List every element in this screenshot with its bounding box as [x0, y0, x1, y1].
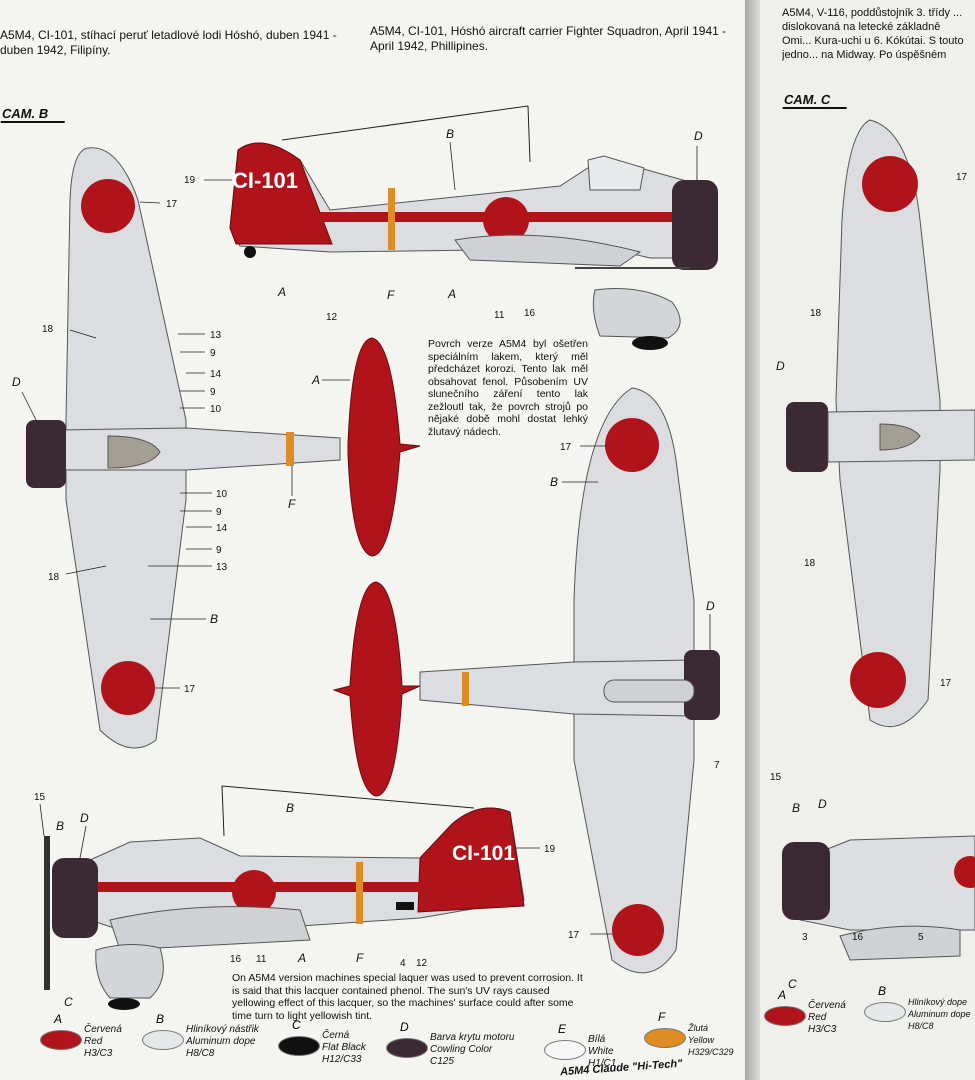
callout-18: 18 — [42, 324, 54, 335]
callout-a: A — [277, 285, 286, 299]
callout-19: 19 — [544, 844, 556, 855]
callout-17: 17 — [568, 930, 580, 941]
callout-14: 14 — [210, 369, 222, 380]
callout-15: 15 — [770, 772, 782, 783]
callout-17: 17 — [166, 199, 178, 210]
side-view-bottom: CI-101 — [44, 785, 525, 1010]
book-gutter — [745, 0, 760, 1080]
legend-label: Žlutá Yellow H329/C329 — [688, 1023, 734, 1057]
callout-f: F — [288, 497, 296, 511]
callout-b: B — [210, 612, 218, 626]
legend-label: Červená Red H3/C3 — [808, 1000, 846, 1035]
callout-17: 17 — [940, 678, 952, 689]
callout-11: 11 — [256, 954, 267, 965]
callout-12: 12 — [326, 312, 338, 323]
callout-11: 11 — [494, 310, 505, 321]
callout-3: 3 — [802, 932, 808, 943]
callout-d: D — [80, 811, 89, 825]
caption-english: A5M4, CI-101, Hóshó aircraft carrier Fig… — [370, 24, 727, 53]
legend-swatch — [764, 1006, 806, 1026]
paint-note-czech: Povrch verze A5M4 byl ošetřen speciálním… — [428, 338, 588, 438]
callout-c: C — [788, 977, 797, 991]
callout-a: A — [447, 287, 456, 301]
callout-18: 18 — [804, 558, 816, 569]
callout-f: F — [387, 288, 395, 302]
callout-17: 17 — [956, 172, 968, 183]
legend-letter: E — [558, 1022, 567, 1036]
callout-9: 9 — [210, 387, 216, 398]
callout-12: 12 — [416, 958, 428, 969]
paint-note-english: On A5M4 version machines special laquer … — [232, 972, 583, 1022]
callout-18: 18 — [48, 572, 60, 583]
callout-9: 9 — [216, 507, 222, 518]
legend-label: Červená Red H3/C3 — [84, 1024, 122, 1059]
legend-letter: F — [658, 1010, 666, 1024]
aircraft-profiles-drawing: CI-101 — [12, 105, 720, 1010]
callout-16: 16 — [524, 308, 536, 319]
legend-label: Bílá White H1/C1 — [588, 1034, 617, 1069]
legend-swatch — [864, 1002, 906, 1022]
callout-5: 5 — [918, 932, 924, 943]
callout-b: B — [550, 475, 558, 489]
callout-18: 18 — [810, 308, 822, 319]
caption-czech-right: A5M4, V-116, poddůstojník 3. třídy ... d… — [782, 7, 964, 64]
legend-label: Barva krytu motoru Cowling Color C125 — [430, 1032, 515, 1067]
legend-letter: A — [54, 1012, 63, 1026]
callout-9: 9 — [210, 348, 216, 359]
legend-label: Černá Flat Black H12/C33 — [322, 1030, 366, 1065]
bottom-view-right — [332, 387, 720, 974]
callout-10: 10 — [210, 404, 222, 415]
instruction-page-right: A5M4, V-116, poddůstojník 3. třídy ... d… — [760, 0, 975, 1080]
legend-label: Hliníkový nástřik Aluminum dope H8/C8 — [186, 1024, 259, 1059]
callout-b: B — [446, 127, 454, 141]
callout-13: 13 — [210, 330, 222, 341]
legend-swatch — [142, 1030, 184, 1050]
aircraft-profiles-drawing-right: 17 18 D 18 17 15 B D 3 16 5 C — [770, 119, 975, 991]
callout-d: D — [818, 797, 827, 811]
callout-17: 17 — [560, 442, 572, 453]
callout-c: C — [64, 995, 73, 1009]
legend-label: Hliníkový dope Aluminum dope H8/C8 — [908, 997, 971, 1031]
legend-letter: D — [400, 1020, 409, 1034]
callout-a: A — [311, 373, 320, 387]
legend-letter: B — [878, 984, 887, 998]
callout-14: 14 — [216, 523, 228, 534]
callout-4: 4 — [400, 958, 406, 969]
legend-swatch — [544, 1040, 586, 1060]
callout-f: F — [356, 951, 364, 965]
legend-letter: C — [292, 1018, 301, 1032]
caption-czech: A5M4, CI-101, stíhací peruť letadlové lo… — [0, 28, 337, 57]
top-view-left — [26, 147, 421, 749]
callout-b: B — [792, 801, 800, 815]
side-view-top: CI-101 — [229, 105, 718, 350]
callout-a: A — [297, 951, 306, 965]
legend-swatch — [40, 1030, 82, 1050]
callout-d: D — [694, 129, 703, 143]
instruction-page-left: A5M4, CI-101, stíhací peruť letadlové lo… — [0, 0, 745, 1080]
fuselage-code-top: CI-101 — [232, 168, 298, 193]
fuselage-code-bottom: CI-101 — [452, 842, 515, 865]
legend-letter: B — [156, 1012, 165, 1026]
callout-15: 15 — [34, 792, 46, 803]
legend-swatch — [386, 1038, 428, 1058]
callout-16: 16 — [852, 932, 864, 943]
legend-letter: A — [778, 988, 787, 1002]
callout-13: 13 — [216, 562, 228, 573]
callout-d: D — [776, 359, 785, 373]
legend-swatch — [644, 1028, 686, 1048]
callout-d: D — [706, 599, 715, 613]
callout-17: 17 — [184, 684, 196, 695]
callout-9: 9 — [216, 545, 222, 556]
callout-7: 7 — [714, 760, 720, 771]
callout-10: 10 — [216, 489, 228, 500]
callout-16: 16 — [230, 954, 242, 965]
callout-19: 19 — [184, 175, 196, 186]
callout-d: D — [12, 375, 21, 389]
callout-b: B — [56, 819, 64, 833]
legend-swatch — [278, 1036, 320, 1056]
callout-b: B — [286, 801, 294, 815]
